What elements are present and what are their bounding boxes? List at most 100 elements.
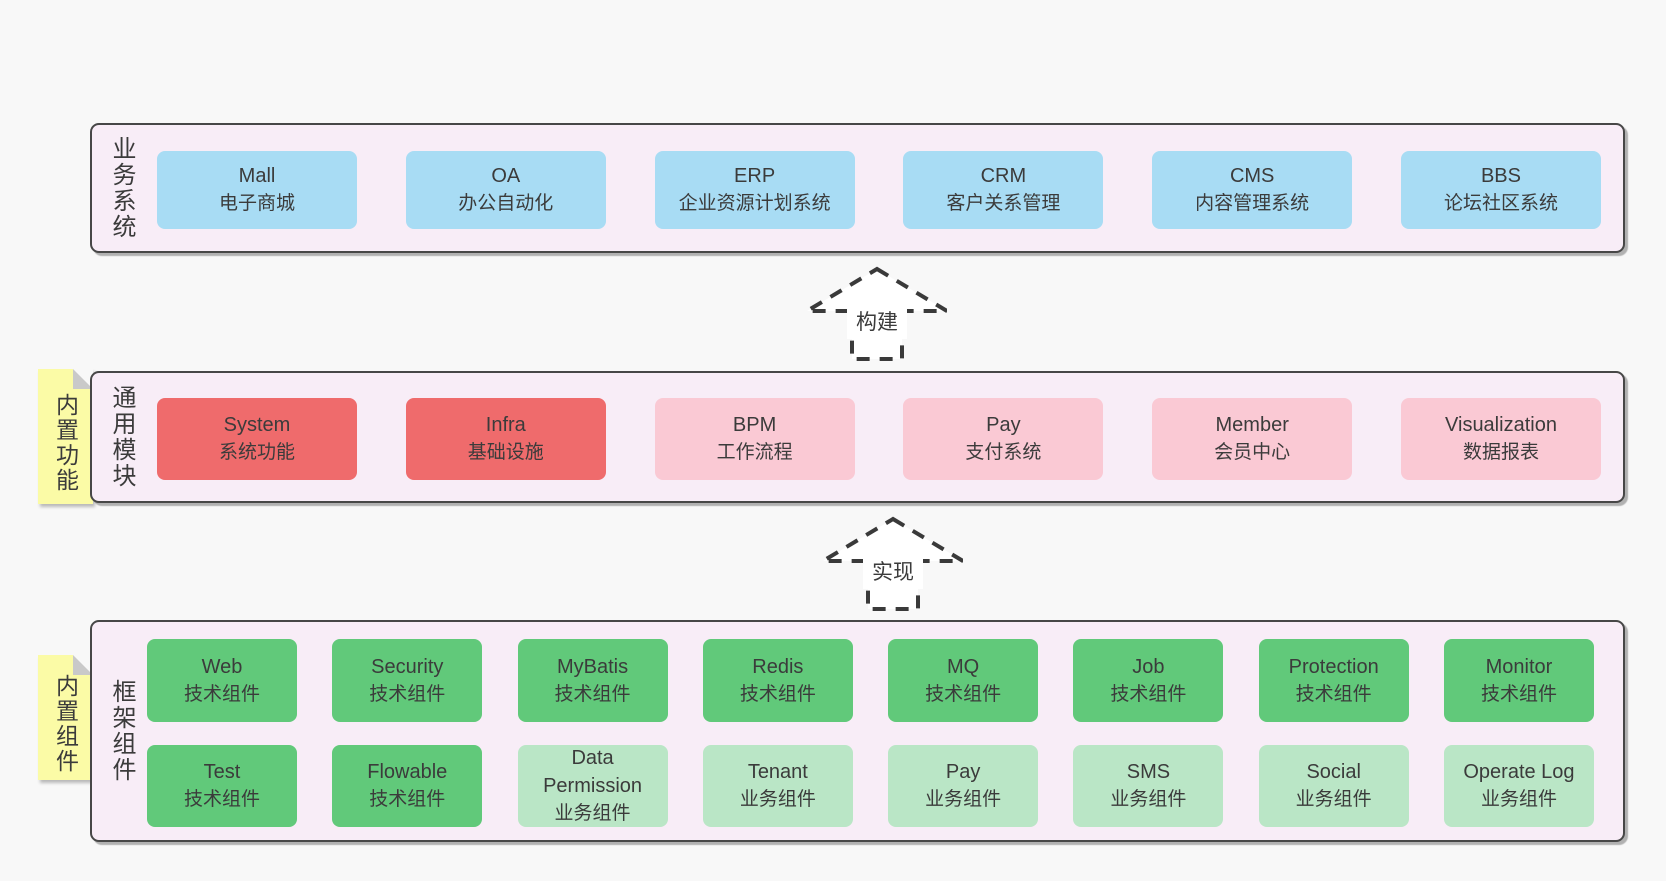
band-common-modules: 通用模块 System 系统功能 Infra 基础设施 BPM 工作流程 Pay… (90, 371, 1625, 503)
node-flowable: Flowable 技术组件 (332, 745, 483, 827)
arrow-label-bg (863, 553, 923, 589)
node-bpm: BPM 工作流程 (654, 398, 855, 480)
arrow-label: 构建 (856, 311, 898, 334)
node-monitor: Monitor 技术组件 (1443, 639, 1594, 722)
sticky-note-label: 内置组件 (52, 673, 79, 774)
node-social: Social 业务组件 (1258, 745, 1409, 827)
node-subtitle: 办公自动化 (458, 193, 554, 214)
node-subtitle: 工作流程 (716, 442, 793, 463)
folded-corner (73, 369, 93, 389)
node-title: Flowable (367, 761, 448, 783)
node-title: CRM (980, 165, 1027, 187)
node-security: Security 技术组件 (332, 639, 483, 722)
node-subtitle: 技术组件 (183, 683, 260, 705)
node-title: Protection (1288, 655, 1379, 678)
arrow-up-build-icon: 构建 (807, 266, 947, 361)
node-subtitle: 客户关系管理 (946, 193, 1061, 214)
node-mybatis: MyBatis 技术组件 (517, 639, 668, 722)
arrow-up-implement-icon: 实现 (823, 516, 963, 611)
node-erp: ERP 企业资源计划系统 (654, 151, 855, 229)
node-title: Operate Log (1463, 761, 1575, 783)
node-data-permission: Data Permission 业务组件 (517, 745, 668, 827)
node-subtitle: 基础设施 (467, 442, 544, 463)
node-mall: Mall 电子商城 (157, 151, 357, 229)
node-subtitle: 会员中心 (1214, 442, 1291, 463)
folded-corner (73, 655, 93, 675)
node-system: System 系统功能 (157, 398, 357, 480)
node-subtitle: 业务组件 (739, 789, 816, 810)
node-title: OA (491, 165, 521, 187)
node-infra: Infra 基础设施 (405, 398, 606, 480)
node-subtitle: 技术组件 (554, 683, 631, 705)
band-title: 通用模块 (108, 385, 135, 489)
node-title: Monitor (1485, 655, 1553, 678)
node-subtitle: 论坛社区系统 (1443, 193, 1558, 214)
band-business-systems: 业务系统 Mall 电子商城 OA 办公自动化 ERP 企业资源计划系统 CRM… (90, 123, 1625, 253)
node-title: ERP (734, 165, 776, 187)
node-row: System 系统功能 Infra 基础设施 BPM 工作流程 Pay 支付系统… (157, 398, 1601, 480)
band-title: 业务系统 (108, 136, 135, 240)
node-subtitle: 技术组件 (1110, 683, 1187, 705)
node-subtitle: 技术组件 (1480, 683, 1557, 705)
node-redis: Redis 技术组件 (702, 639, 853, 722)
node-row: Test 技术组件 Flowable 技术组件 Data Permission … (147, 745, 1594, 827)
node-title: Redis (752, 655, 804, 678)
node-subtitle: 业务组件 (554, 803, 631, 824)
node-oa: OA 办公自动化 (405, 151, 606, 229)
node-title: Test (203, 761, 241, 783)
node-title: Job (1132, 655, 1165, 678)
node-pay-module: Pay 支付系统 (903, 398, 1104, 480)
node-row: Web 技术组件 Security 技术组件 MyBatis 技术组件 Redi… (147, 639, 1594, 722)
node-crm: CRM 客户关系管理 (903, 151, 1104, 229)
node-title: Pay (986, 414, 1021, 436)
node-subtitle: 业务组件 (925, 789, 1002, 810)
node-subtitle: 技术组件 (925, 683, 1002, 705)
node-title: Security (371, 655, 444, 678)
node-cms: CMS 内容管理系统 (1152, 151, 1353, 229)
node-title: Pay (945, 761, 981, 783)
node-test: Test 技术组件 (147, 745, 297, 827)
node-title: Web (201, 655, 243, 678)
arrow-label-bg (847, 303, 907, 339)
node-pay-component: Pay 业务组件 (888, 745, 1039, 827)
node-title: SMS (1126, 761, 1171, 783)
node-subtitle: 技术组件 (183, 789, 260, 810)
node-subtitle: 支付系统 (965, 442, 1042, 463)
node-title: Member (1215, 414, 1289, 436)
node-title: Mall (238, 165, 276, 187)
node-title: BPM (732, 414, 777, 436)
node-subtitle: 业务组件 (1480, 789, 1557, 810)
node-subtitle: 技术组件 (739, 683, 816, 705)
band-title: 框架组件 (108, 679, 135, 783)
node-row: Mall 电子商城 OA 办公自动化 ERP 企业资源计划系统 CRM 客户关系… (157, 151, 1601, 229)
node-subtitle: 技术组件 (369, 683, 446, 705)
node-subtitle: 业务组件 (1295, 789, 1372, 810)
node-title: MyBatis (557, 655, 629, 678)
node-title: Infra (485, 414, 526, 436)
node-title: BBS (1480, 165, 1521, 187)
node-subtitle: 数据报表 (1462, 442, 1539, 463)
node-subtitle: 系统功能 (218, 442, 295, 463)
node-title: System (223, 414, 291, 436)
node-subtitle: 电子商城 (218, 193, 295, 214)
node-member: Member 会员中心 (1152, 398, 1353, 480)
node-protection: Protection 技术组件 (1258, 639, 1409, 722)
node-bbs: BBS 论坛社区系统 (1400, 151, 1601, 229)
node-title: Visualization (1445, 414, 1557, 436)
node-subtitle: 技术组件 (1295, 683, 1372, 705)
node-title: Social (1306, 761, 1361, 783)
node-title: Data Permission (543, 747, 643, 797)
node-visualization: Visualization 数据报表 (1400, 398, 1601, 480)
node-mq: MQ 技术组件 (888, 639, 1039, 722)
node-subtitle: 技术组件 (369, 789, 446, 810)
node-tenant: Tenant 业务组件 (702, 745, 853, 827)
band-framework-components: 框架组件 Web 技术组件 Security 技术组件 MyBatis 技术组件… (90, 620, 1625, 842)
sticky-note-label: 内置功能 (52, 393, 79, 494)
node-subtitle: 业务组件 (1110, 789, 1187, 810)
node-job: Job 技术组件 (1073, 639, 1224, 722)
sticky-note-builtin-components: 内置组件 (38, 655, 93, 780)
sticky-note-builtin-functions: 内置功能 (38, 369, 93, 504)
node-subtitle: 内容管理系统 (1195, 193, 1310, 214)
node-title: Tenant (747, 761, 808, 783)
